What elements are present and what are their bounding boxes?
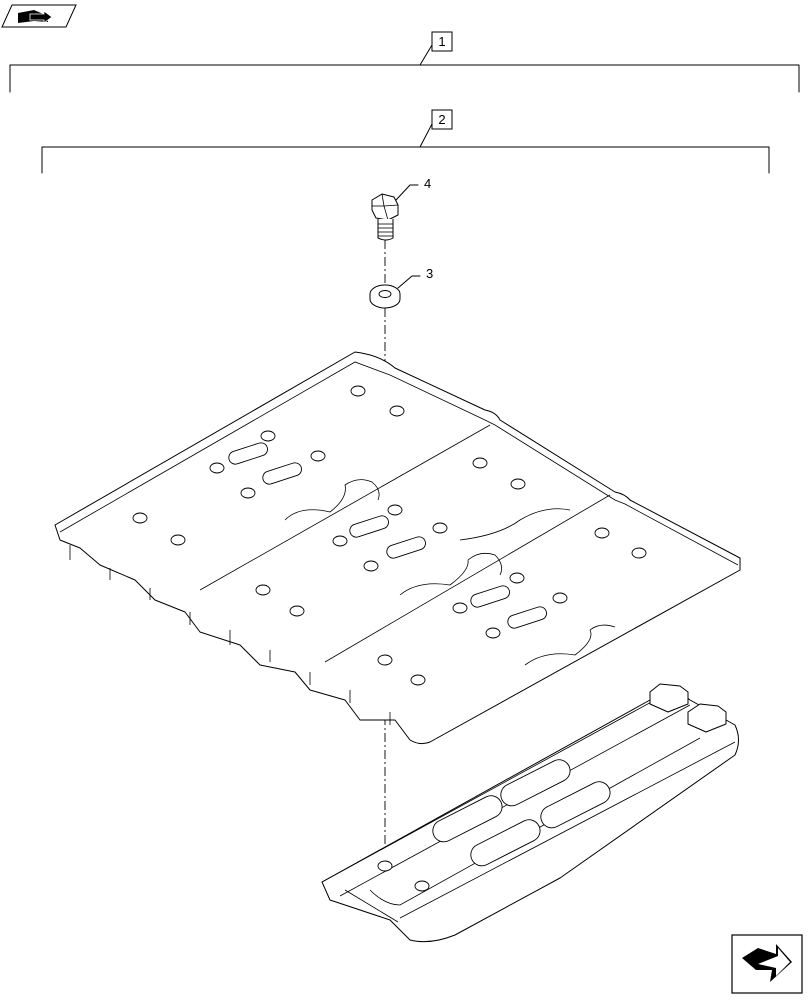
callout-1-box[interactable] — [431, 31, 453, 52]
callout-1-bracket: 1 — [9, 31, 800, 93]
callout-2-bracket: 2 — [41, 109, 770, 174]
next-page-arrow-icon[interactable] — [731, 934, 803, 994]
callout-2-label: 2 — [438, 112, 445, 127]
nut-plate[interactable] — [321, 683, 739, 943]
book-arrow-icon[interactable] — [1, 4, 77, 28]
washer[interactable] — [369, 284, 401, 309]
washer-leader-line — [397, 275, 421, 289]
bolt-callout-label[interactable]: 4 — [424, 176, 431, 191]
track-shoe-assembly[interactable] — [54, 351, 741, 745]
washer-callout-label[interactable]: 3 — [426, 266, 433, 281]
callout-2-box[interactable] — [431, 109, 453, 130]
callout-1-label: 1 — [438, 34, 445, 49]
bolt[interactable] — [371, 193, 399, 241]
bolt-leader-line — [395, 184, 419, 201]
